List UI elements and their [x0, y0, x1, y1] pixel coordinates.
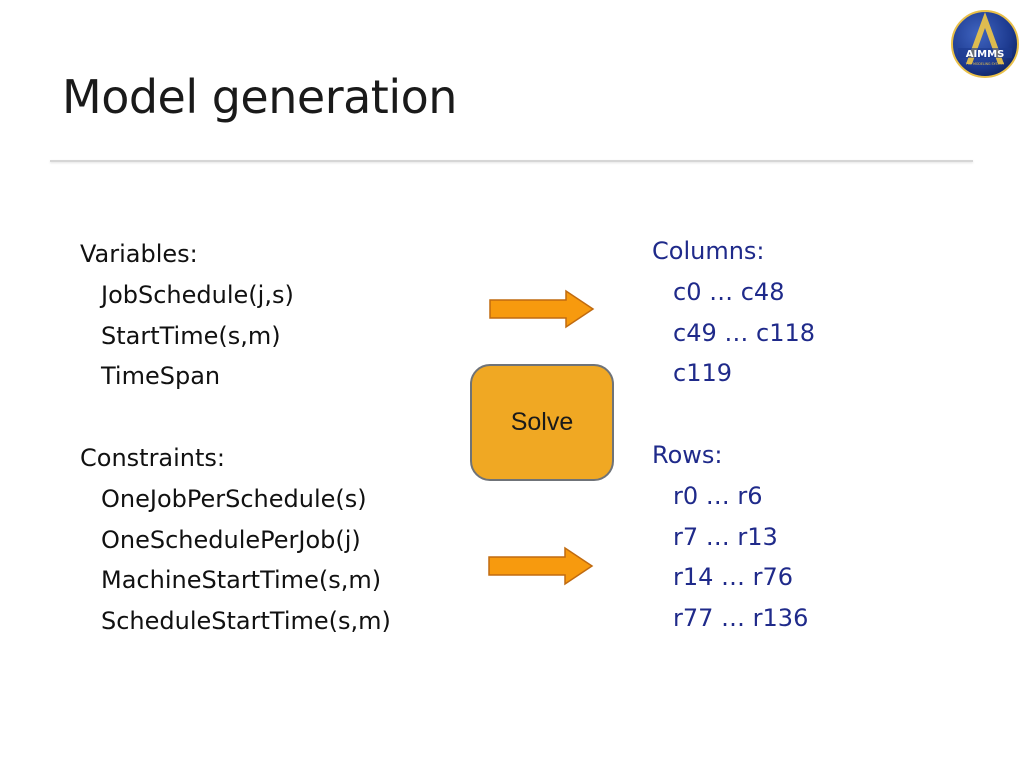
column-range: c0 … c48	[673, 277, 785, 306]
right-column: Columns: c0 … c48 c49 … c118 c119 Rows: …	[652, 231, 815, 639]
constraint-item: MachineStartTime(s,m)	[101, 566, 382, 595]
solve-button[interactable]: Solve	[470, 364, 614, 481]
variables-to-columns-arrow-icon	[489, 289, 595, 329]
columns-heading: Columns:	[652, 237, 765, 265]
row-range: r7 … r13	[673, 522, 778, 551]
constraints-to-rows-arrow-icon	[488, 546, 594, 586]
page-title: Model generation	[62, 70, 457, 124]
rows-heading: Rows:	[652, 440, 723, 469]
logo-text: AIMMS	[966, 49, 1005, 60]
constraint-item: OneSchedulePerJob(j)	[101, 525, 361, 554]
row-range: r14 … r76	[673, 563, 794, 592]
title-divider	[50, 160, 973, 162]
spacer	[80, 397, 391, 438]
row-range: r0 … r6	[673, 481, 763, 510]
column-range: c119	[673, 359, 733, 388]
solve-button-label: Solve	[510, 408, 574, 436]
spacer	[652, 394, 815, 435]
variable-item: TimeSpan	[101, 362, 221, 391]
left-column: Variables: JobSchedule(j,s) StartTime(s,…	[80, 234, 391, 642]
variable-item: JobSchedule(j,s)	[101, 280, 294, 309]
row-range: r77 … r136	[673, 604, 809, 633]
variables-heading: Variables:	[80, 240, 198, 268]
constraint-item: ScheduleStartTime(s,m)	[101, 607, 391, 636]
logo-tagline: THE MODELING SYSTEM	[965, 62, 1005, 66]
constraints-heading: Constraints:	[80, 443, 226, 472]
column-range: c49 … c118	[673, 318, 815, 347]
aimms-logo: AIMMS THE MODELING SYSTEM	[948, 6, 1022, 80]
constraint-item: OneJobPerSchedule(s)	[101, 484, 367, 513]
variable-item: StartTime(s,m)	[101, 321, 281, 350]
